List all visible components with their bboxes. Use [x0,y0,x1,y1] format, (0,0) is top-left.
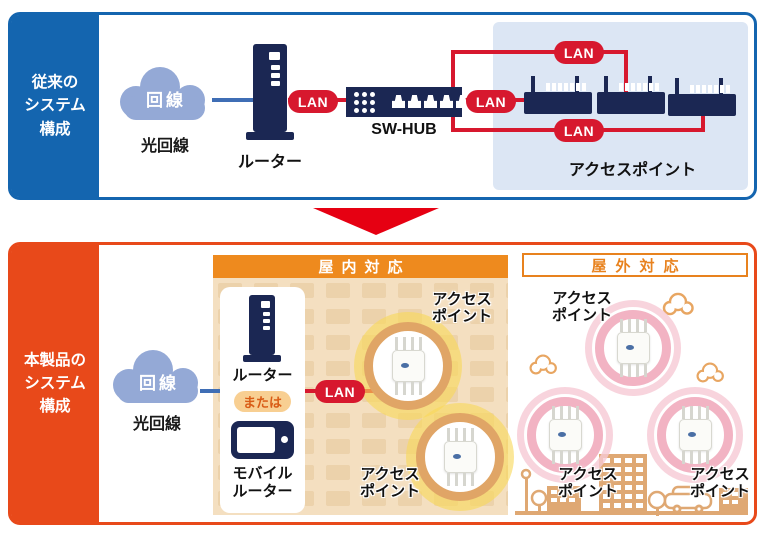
outdoor-ap3-icon [657,397,733,473]
conventional-system-panel: 従来の システム 構成 回線 光回線 ル [8,12,757,200]
internet-cloud-icon: 回線 [112,62,217,124]
lan-line-bottom-rise [701,112,705,132]
lan-line-top [451,50,628,54]
mobile-router-icon [231,421,294,459]
outline-cloud-icon [658,291,698,317]
indoor-ap2-label: アクセス ポイント [359,466,420,501]
product-system-title: 本製品の システム 構成 [11,245,99,522]
access-point-icon-3 [668,78,736,116]
car-icon [663,485,713,514]
router-base [246,132,294,140]
city-skyline-illustration [515,452,748,518]
outdoor-ap1-icon [595,310,671,386]
cloud-card-link [200,389,222,393]
access-point-icon-1 [524,76,592,114]
lan-badge-router-hub: LAN [288,90,338,113]
outdoor-ap1-halo [585,300,681,396]
outdoor-ap2-icon [527,397,603,473]
outdoor-ap3-label: アクセス ポイント [689,466,750,501]
router-label: ルーター [232,367,293,384]
sw-hub-icon [346,87,469,117]
optical-line-label: 光回線 [140,138,189,155]
indoor-zone-header: 屋内対応 [213,255,508,278]
indoor-ap1-icon [364,322,452,410]
router-icon [249,295,275,355]
router-base [243,355,281,362]
mobile-router-label: モバイル ルーター [232,465,293,500]
product-system-panel: 本製品の システム 構成 屋内対応 屋外対応 [8,242,757,525]
outdoor-ap3-halo [647,387,743,483]
internet-cloud-icon: 回線 [105,345,210,407]
outdoor-ap2-label: アクセス ポイント [557,466,618,501]
outline-cloud-icon [525,353,561,376]
outdoor-ap2-halo [517,387,613,483]
access-points-zone-label: アクセスポイント [568,162,697,179]
optical-line-label: 光回線 [132,416,181,433]
cloud-shape [120,67,205,120]
router-icon [253,44,287,132]
lan-badge-hub-ap1: LAN [466,90,516,113]
router-label: ルーター [237,154,302,171]
ceiling-ap-device [391,337,425,395]
router-options-card: ルーター または モバイル ルーター [220,287,305,513]
ceiling-ap-device [443,428,477,486]
outline-cloud-icon [692,361,728,384]
indoor-ap1-label: アクセス ポイント [431,291,492,326]
or-badge: または [234,391,291,412]
cloud-shape [113,350,198,403]
outdoor-ap1-label: アクセス ポイント [551,290,612,325]
hub-leds [354,92,375,113]
sw-hub-label: SW-HUB [371,121,437,138]
ceiling-ap-device [616,319,650,377]
ceiling-ap-device [548,406,582,464]
ceiling-ap-device [678,406,712,464]
lan-badge-bottom: LAN [554,119,604,142]
down-arrow-icon [313,208,439,235]
outdoor-zone-header: 屋外対応 [522,253,748,277]
cloud-label: 回線 [139,373,179,393]
access-point-icon-2 [597,76,665,114]
cloud-router-link [212,98,256,102]
indoor-ap2-icon [416,413,504,501]
hub-ports [392,95,469,108]
lan-line-top-drop [624,50,628,94]
cloud-label: 回線 [146,90,186,110]
lan-badge-top: LAN [554,41,604,64]
conventional-system-title: 従来の システム 構成 [11,15,99,197]
lan-badge: LAN [315,380,365,403]
